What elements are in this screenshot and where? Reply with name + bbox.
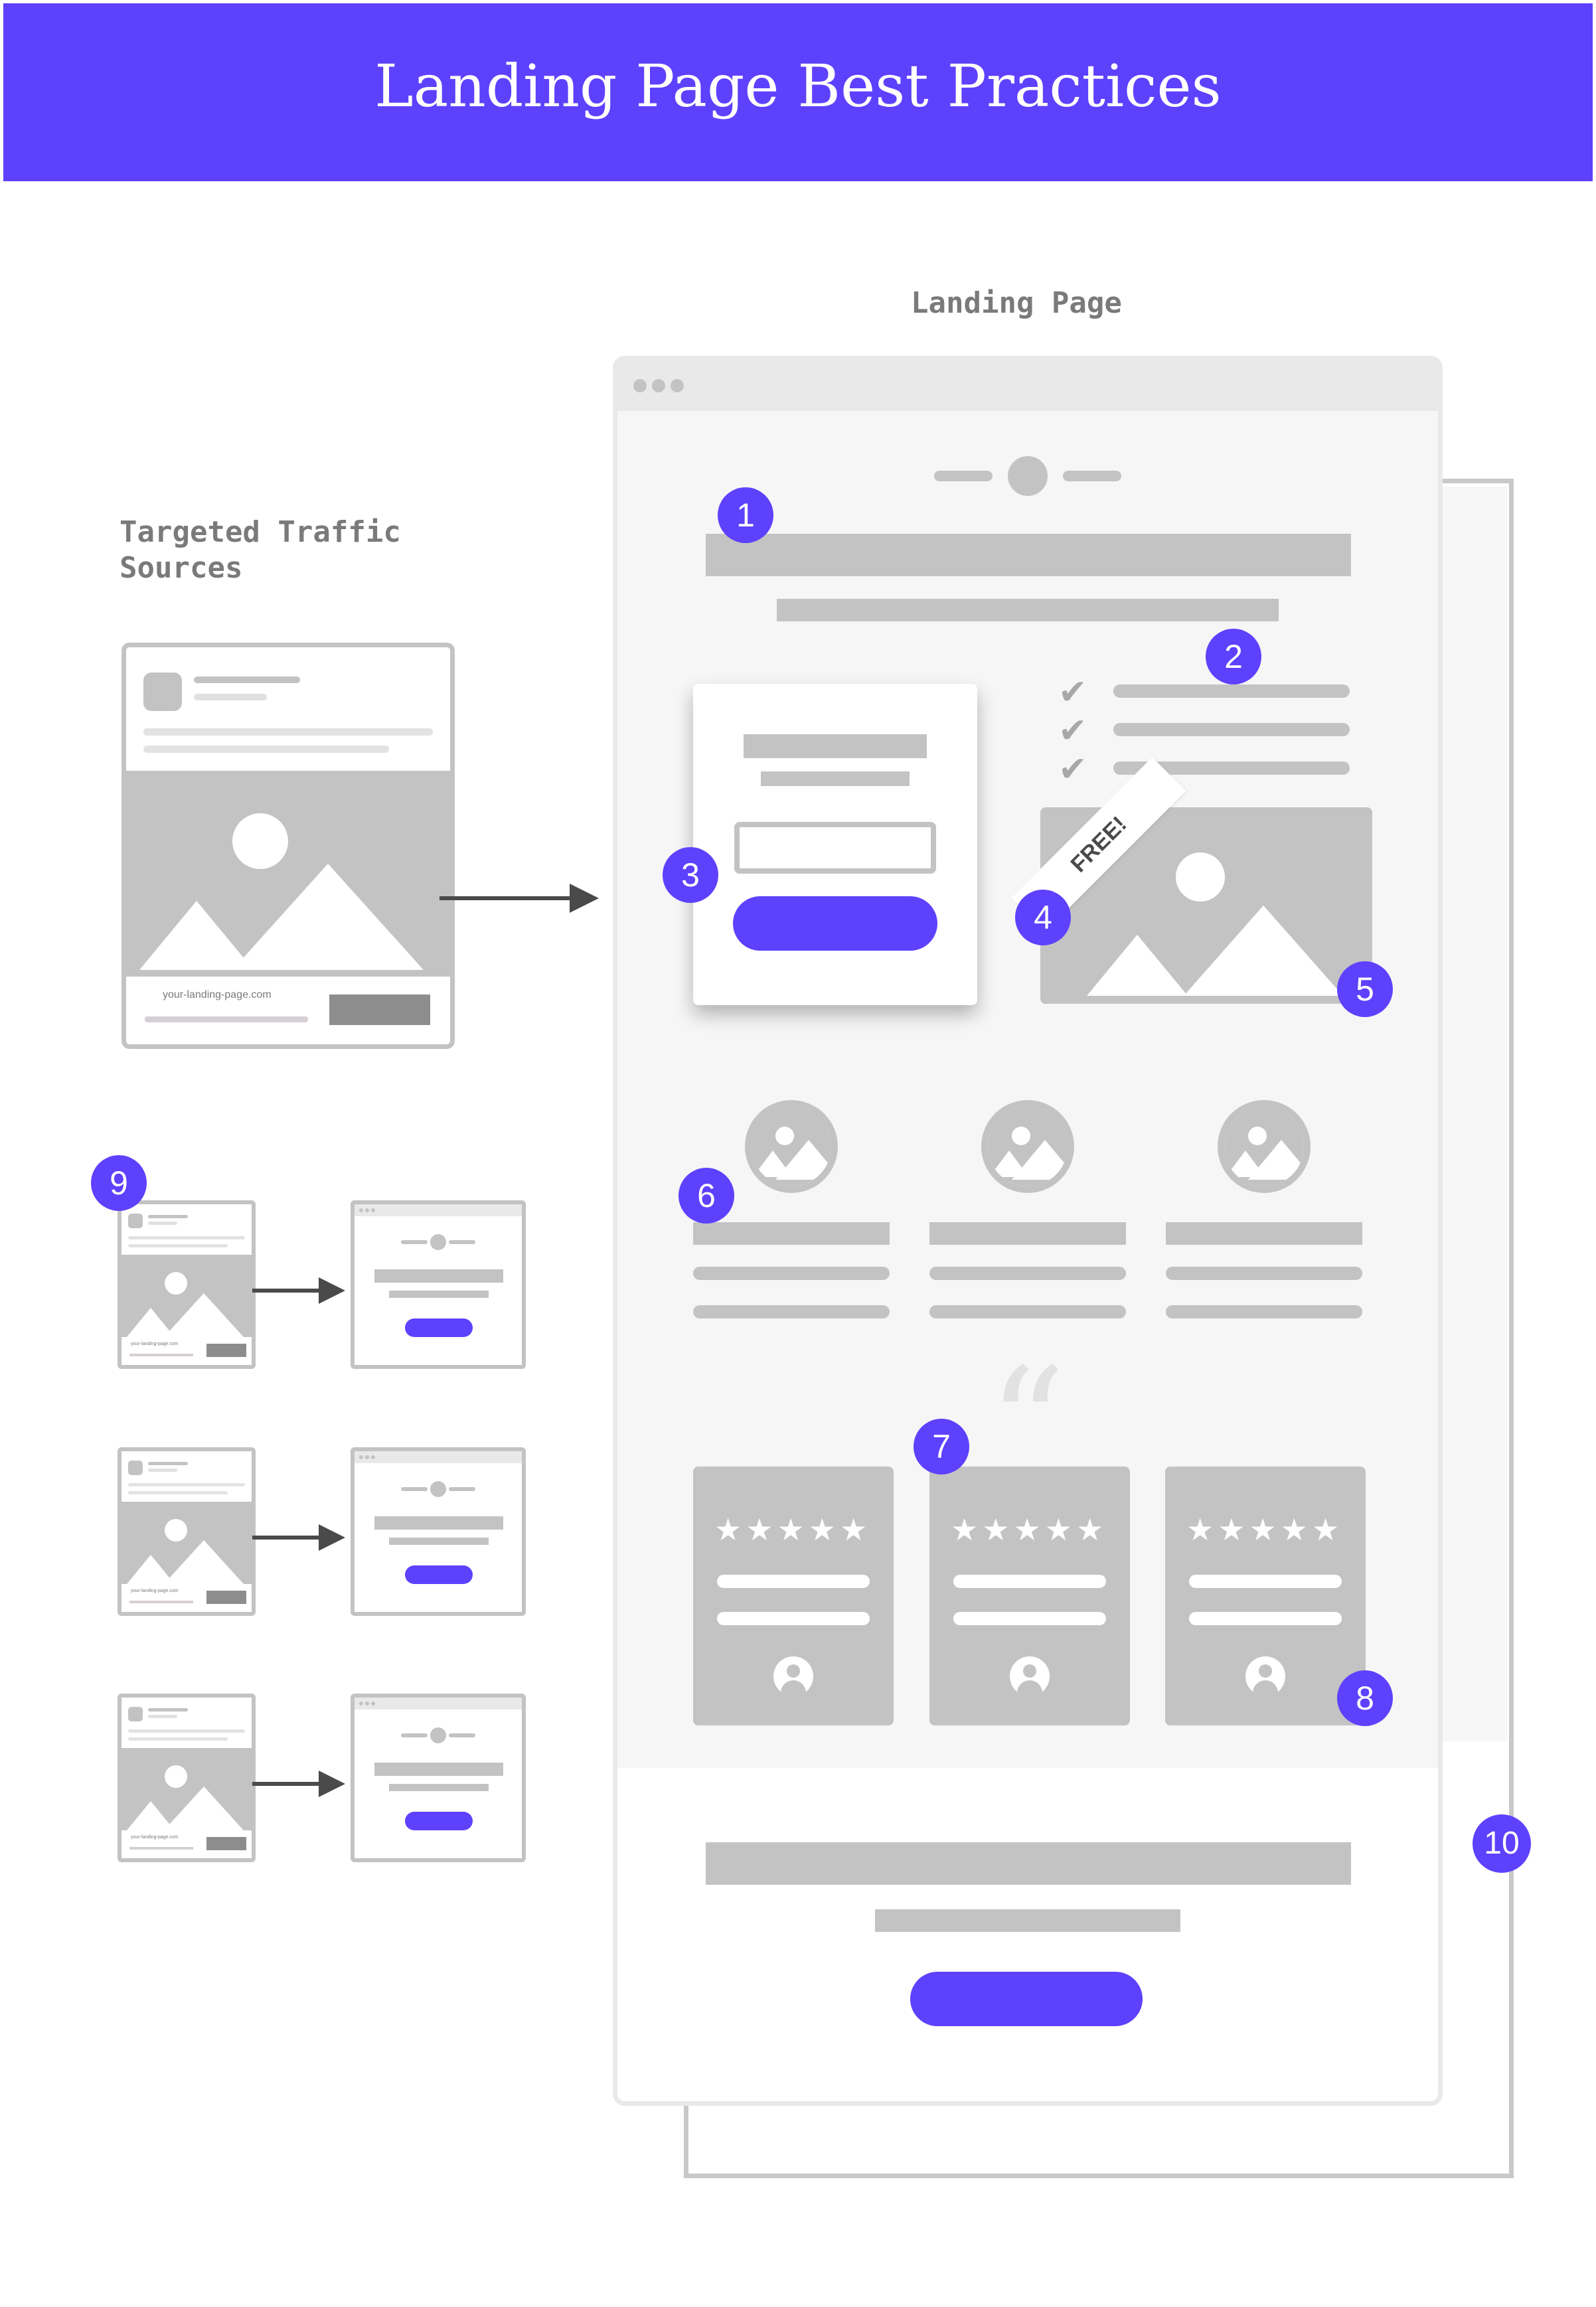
footer-cta-button[interactable]	[910, 1972, 1143, 2026]
feature-image-icon	[745, 1100, 838, 1193]
star-icon: ★★★★★	[951, 1512, 1108, 1548]
mini-landing-page	[351, 1200, 526, 1369]
testimonial-line	[717, 1575, 870, 1588]
nav-link-bar	[1063, 471, 1121, 481]
feature-title-placeholder	[1166, 1222, 1362, 1245]
ad-avatar	[143, 673, 182, 711]
mini-cta-button	[405, 1565, 473, 1584]
ad-image-icon	[126, 771, 450, 970]
star-icon: ★★★★★	[1186, 1512, 1344, 1548]
footer-subheadline-placeholder	[875, 1909, 1180, 1932]
testimonial-line	[717, 1612, 870, 1625]
footer-headline-placeholder	[706, 1842, 1351, 1885]
window-dot	[652, 379, 665, 392]
mini-cta-button	[405, 1812, 473, 1830]
user-icon	[773, 1656, 813, 1696]
badge-8: 8	[1337, 1670, 1393, 1726]
star-icon: ★★★★★	[714, 1512, 872, 1548]
badge-7: 7	[914, 1419, 969, 1474]
badge-10: 10	[1473, 1814, 1531, 1873]
check-icon: ✔	[1058, 711, 1087, 751]
ad-cta-button	[329, 994, 430, 1025]
user-icon	[1010, 1656, 1050, 1696]
landing-page-label: Landing Page	[911, 286, 1122, 320]
browser-titlebar	[617, 360, 1438, 411]
form-subtitle-placeholder	[761, 771, 910, 786]
benefit-line	[1113, 723, 1350, 736]
image-icon	[121, 1502, 252, 1584]
testimonial-line	[1189, 1575, 1342, 1588]
testimonial-line	[953, 1575, 1106, 1588]
badge-2: 2	[1206, 629, 1261, 684]
badge-5: 5	[1337, 961, 1393, 1017]
logo-placeholder	[1008, 456, 1048, 496]
subheadline-placeholder	[777, 599, 1279, 621]
badge-1: 1	[718, 487, 773, 543]
testimonial-card: ★★★★★	[929, 1467, 1130, 1725]
check-icon: ✔	[1058, 673, 1087, 712]
form-input-field[interactable]	[734, 822, 936, 874]
mini-landing-page	[351, 1447, 526, 1616]
badge-9: 9	[91, 1155, 147, 1211]
window-dot	[671, 379, 684, 392]
image-icon	[121, 1255, 252, 1337]
testimonial-line	[953, 1612, 1106, 1625]
form-submit-button[interactable]	[733, 896, 937, 951]
arrow-right-icon	[252, 1771, 345, 1797]
ad-url: your-landing-page.com	[163, 989, 272, 1000]
mini-ad-card: your-landing-page.com	[118, 1447, 256, 1616]
mini-landing-page	[351, 1694, 526, 1862]
ad-card: your-landing-page.com	[121, 643, 455, 1049]
benefit-line	[1113, 761, 1350, 775]
benefit-line	[1113, 684, 1350, 698]
badge-6: 6	[678, 1168, 734, 1224]
feature-title-placeholder	[929, 1222, 1126, 1245]
arrow-right-icon	[252, 1277, 345, 1304]
page-title: Landing Page Best Practices	[374, 52, 1222, 120]
feature-text-line	[693, 1267, 890, 1280]
check-icon: ✔	[1058, 750, 1087, 789]
badge-3: 3	[663, 847, 718, 903]
feature-image-icon	[1218, 1100, 1311, 1193]
testimonial-line	[1189, 1612, 1342, 1625]
header-banner	[3, 3, 1593, 181]
footer-cta-section	[617, 1768, 1438, 2101]
feature-text-line	[929, 1305, 1126, 1318]
mini-cta-button	[405, 1318, 473, 1337]
headline-placeholder	[706, 534, 1351, 576]
window-dot	[633, 379, 647, 392]
image-icon	[121, 1748, 252, 1830]
mini-ad-card: your-landing-page.com	[118, 1694, 256, 1862]
traffic-sources-label: Targeted Traffic Sources	[120, 515, 401, 585]
feature-text-line	[693, 1305, 890, 1318]
badge-4: 4	[1015, 890, 1071, 945]
feature-text-line	[1166, 1267, 1362, 1280]
nav-link-bar	[934, 471, 993, 481]
testimonial-card: ★★★★★	[1165, 1467, 1366, 1725]
arrow-right-icon	[439, 884, 599, 913]
feature-text-line	[929, 1267, 1126, 1280]
user-icon	[1245, 1656, 1285, 1696]
lead-form-card	[693, 684, 977, 1005]
testimonial-card: ★★★★★	[693, 1467, 894, 1725]
feature-image-icon	[981, 1100, 1074, 1193]
mini-ad-card: your-landing-page.com	[118, 1200, 256, 1369]
feature-text-line	[1166, 1305, 1362, 1318]
arrow-right-icon	[252, 1524, 345, 1551]
feature-title-placeholder	[693, 1222, 890, 1245]
form-title-placeholder	[744, 734, 927, 758]
